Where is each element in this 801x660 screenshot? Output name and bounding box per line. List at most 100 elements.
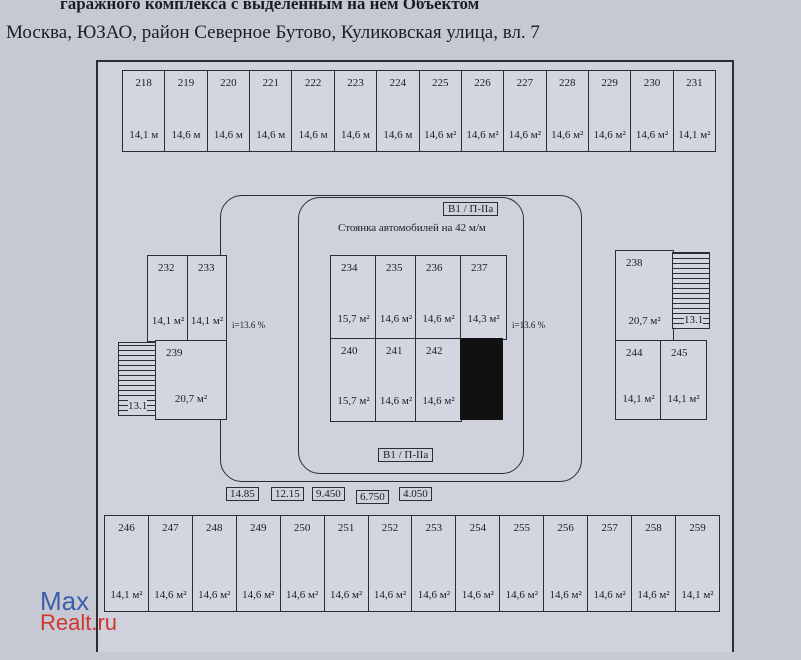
garage-box-219: 219 14,6 м <box>165 71 208 151</box>
box-area: 14,6 м <box>256 129 286 141</box>
box-number: 251 <box>337 522 355 534</box>
box-area: 20,7 м² <box>174 393 208 405</box>
box-area: 14,6 м² <box>635 129 669 141</box>
box-number: 221 <box>262 77 280 89</box>
box-area: 14,6 м² <box>466 129 499 141</box>
address-line: Москва, ЮЗАО, район Северное Бутово, Кул… <box>6 22 540 43</box>
garage-box-226: 226 14,6 м² <box>462 71 505 151</box>
ramp-slope-left: i=13.6 % <box>232 320 266 330</box>
axis-tag-bottom: В1 / П-IIа <box>378 448 434 462</box>
box-area: 14,6 м² <box>379 395 413 407</box>
box-number: 256 <box>557 522 574 534</box>
box-area: 14,6 м <box>213 129 243 141</box>
watermark-max: Max <box>40 586 90 616</box>
garage-box-251: 251 14,6 м² <box>325 516 369 611</box>
box-number: 218 <box>135 77 152 89</box>
box-area: 14,6 м² <box>329 589 363 601</box>
garage-box-239: 239 20,7 м² <box>155 340 227 420</box>
garage-box-250: 250 14,6 м² <box>281 516 325 611</box>
box-number: 219 <box>177 77 195 89</box>
box-number: 241 <box>386 345 403 357</box>
dimension-2: 12.15 <box>271 487 304 501</box>
box-area: 14,1 м² <box>622 393 655 405</box>
box-number: 227 <box>516 77 534 89</box>
box-area: 14,6 м <box>171 129 201 141</box>
box-number: 226 <box>474 77 491 89</box>
garage-box-231: 231 14,1 м² <box>674 71 715 151</box>
box-area: 14,6 м² <box>505 589 538 601</box>
box-area: 20,7 м² <box>628 315 661 327</box>
box-area: 14,6 м² <box>286 589 319 601</box>
box-area: 14,6 м² <box>379 313 413 325</box>
box-number: 255 <box>513 522 531 534</box>
garage-box-246: 246 14,1 м² <box>105 516 149 611</box>
box-number: 240 <box>341 345 358 357</box>
box-number: 244 <box>626 347 643 359</box>
box-area: 14,6 м² <box>373 589 407 601</box>
box-number: 259 <box>689 522 706 534</box>
box-number: 229 <box>601 77 618 89</box>
box-number: 233 <box>198 262 215 274</box>
box-number: 224 <box>389 77 407 89</box>
box-number: 242 <box>426 345 443 357</box>
box-number: 237 <box>471 262 488 274</box>
box-number: 257 <box>601 522 618 534</box>
box-area: 14,6 м² <box>422 313 455 325</box>
box-number: 232 <box>158 262 175 274</box>
box-number: 231 <box>686 77 703 89</box>
box-number: 253 <box>425 522 443 534</box>
parking-label: Стоянка автомобилей на 42 м/м <box>338 222 486 234</box>
box-area: 14,1 м² <box>678 129 711 141</box>
box-area: 14,6 м² <box>461 589 494 601</box>
box-area: 14,6 м² <box>637 589 670 601</box>
garage-box-258: 258 14,6 м² <box>632 516 676 611</box>
box-number: 246 <box>118 522 135 534</box>
box-area: 14,1 м² <box>151 315 185 327</box>
box-area: 14,6 м <box>383 129 413 141</box>
box-area: 14,1 м² <box>667 393 700 405</box>
box-area: 15,7 м² <box>337 313 370 325</box>
driveway-inner-loop <box>298 197 524 474</box>
box-number: 239 <box>166 347 183 359</box>
box-area: 14,6 м² <box>508 129 542 141</box>
box-number: 238 <box>626 257 643 269</box>
box-number: 245 <box>671 347 688 359</box>
box-number: 247 <box>162 522 179 534</box>
box-area: 14,6 м <box>340 129 370 141</box>
box-area: 14,1 м² <box>110 589 143 601</box>
box-area: 14,6 м² <box>198 589 231 601</box>
garage-box-245: 245 14,1 м² <box>660 340 707 420</box>
garage-box-227: 227 14,6 м² <box>504 71 547 151</box>
garage-box-254: 254 14,6 м² <box>456 516 501 611</box>
box-number: 258 <box>645 522 662 534</box>
box-number: 225 <box>431 77 449 89</box>
highlighted-box-243 <box>460 338 503 420</box>
box-number: 254 <box>469 522 487 534</box>
box-number: 250 <box>293 522 311 534</box>
garage-box-232: 232 14,1 м² <box>147 255 189 342</box>
dimension-4: 6.750 <box>356 490 389 504</box>
garage-box-221: 221 14,6 м <box>250 71 293 151</box>
dimension-1: 14.85 <box>226 487 259 501</box>
stair-right-label: 13.1 <box>684 314 704 326</box>
dimension-3: 9.450 <box>312 487 345 501</box>
